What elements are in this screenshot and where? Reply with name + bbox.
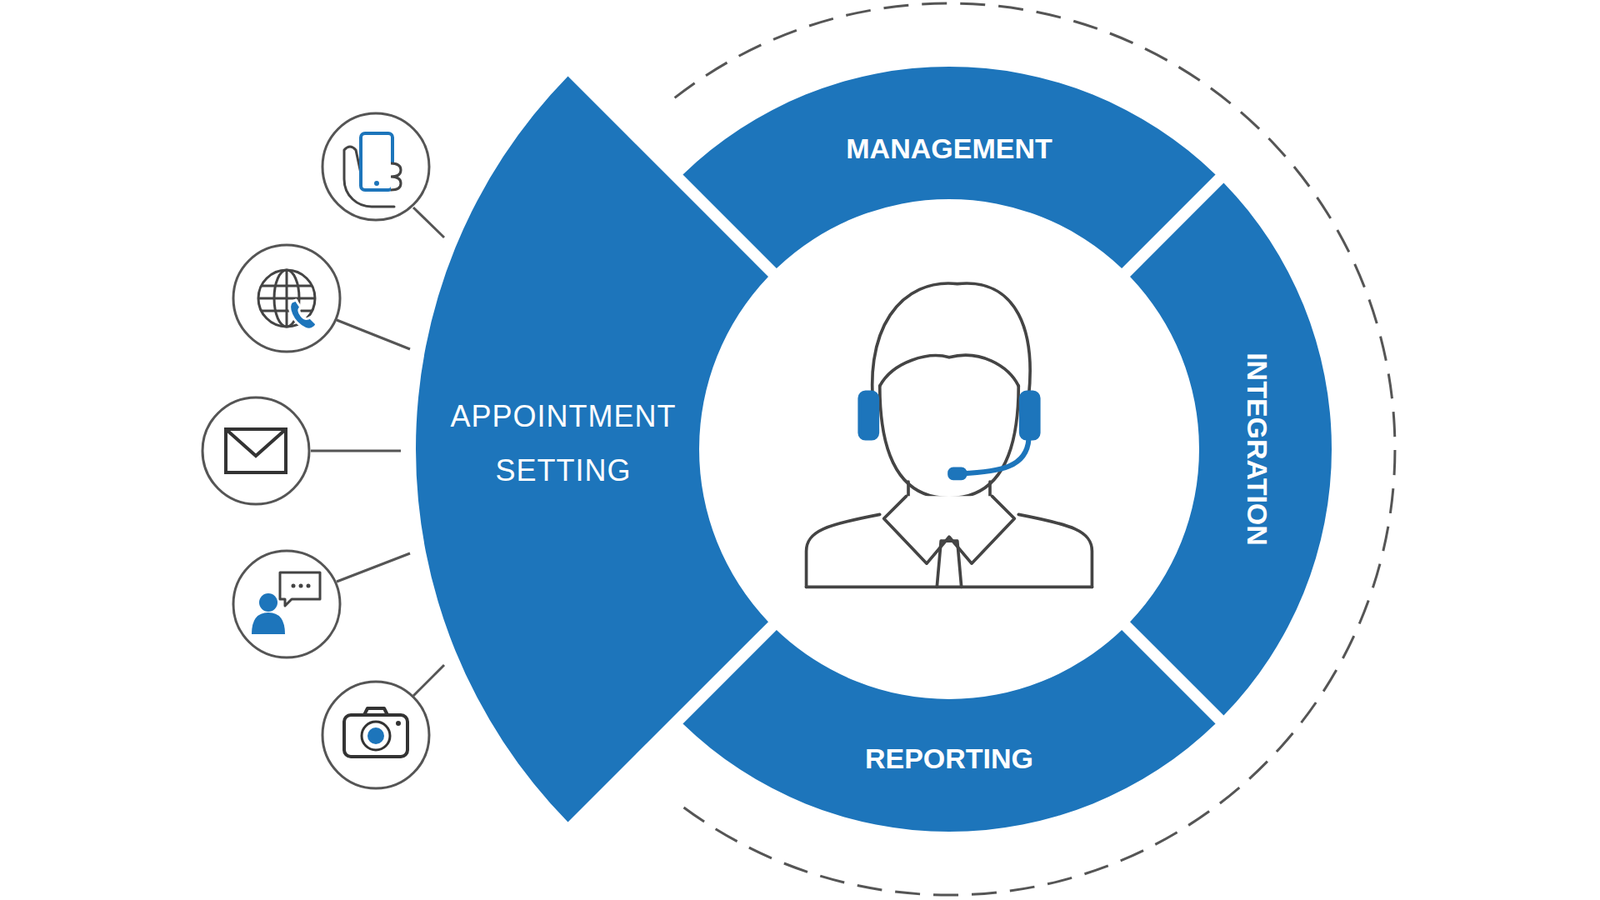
band-label: APPOINTMENT SETTING (434, 390, 693, 499)
band-label: INTEGRATION (1240, 352, 1275, 546)
band-fill (682, 66, 1215, 269)
phone-icon (322, 113, 430, 220)
integration-band: INTEGRATION (1128, 180, 1334, 718)
chat-icon (233, 550, 340, 658)
camera-icon (322, 681, 430, 789)
mail-icon (202, 397, 310, 505)
band-fill (1130, 182, 1332, 715)
band-shape (680, 628, 1218, 834)
band-shape (1128, 180, 1334, 718)
dashed-orbit (675, 3, 1395, 895)
band-label: REPORTING (865, 741, 1034, 776)
center-circle (702, 202, 1196, 696)
agent-figure (806, 283, 1093, 587)
band-fill (682, 630, 1215, 832)
reporting-band: REPORTING (680, 628, 1218, 834)
web-call-icon (233, 245, 340, 352)
band-shape (680, 64, 1218, 270)
band-label: MANAGEMENT (845, 131, 1052, 166)
management-band: MANAGEMENT (680, 64, 1218, 270)
